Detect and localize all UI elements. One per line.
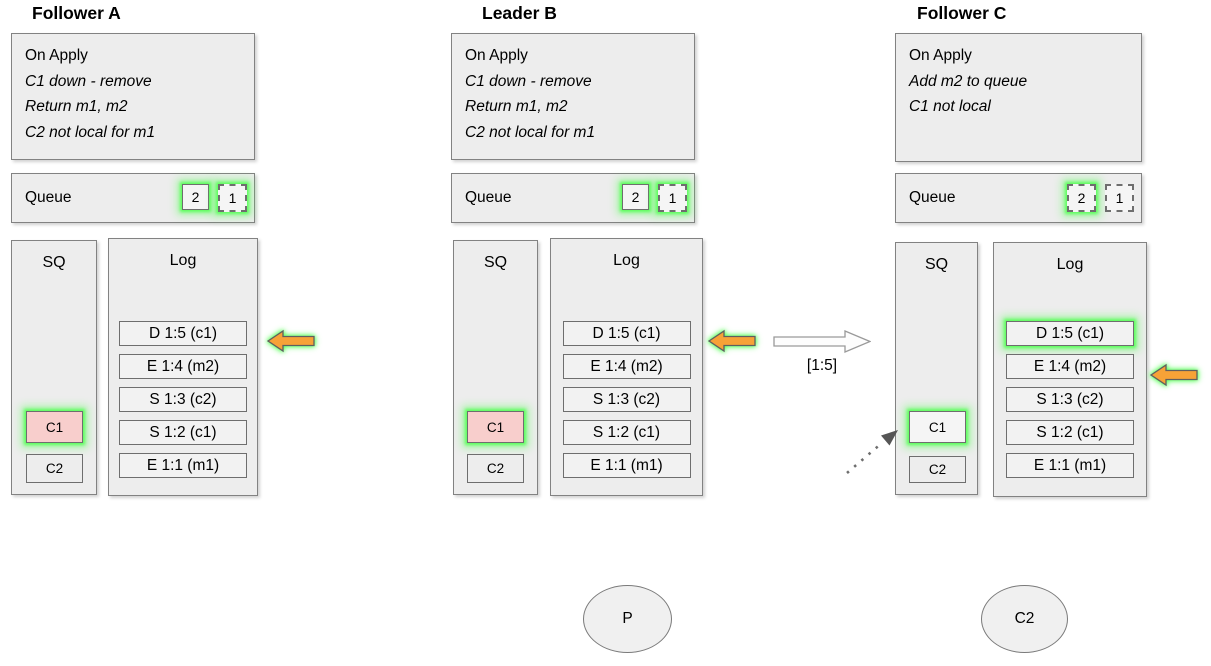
log-entry: E 1:1 (m1): [562, 453, 691, 478]
queue-label: Queue: [909, 189, 956, 206]
log-entry: D 1:5 (c1): [1006, 321, 1134, 346]
sq-item-c1: C1: [26, 411, 83, 443]
queue-panel-b: Queue 2 1: [451, 173, 695, 223]
sq-item-c1: C1: [467, 411, 524, 443]
process-ellipse-c2: C2: [981, 585, 1068, 653]
log-entry: E 1:4 (m2): [562, 354, 691, 379]
node-title-leader-b: Leader B: [482, 3, 557, 23]
log-entry: D 1:5 (c1): [562, 321, 691, 346]
log-panel-a: Log D 1:5 (c1) E 1:4 (m2) S 1:3 (c2) S 1…: [108, 238, 258, 496]
on-apply-header: On Apply: [909, 47, 972, 64]
log-entry: E 1:4 (m2): [1006, 354, 1134, 379]
queue-panel-a: Queue 2 1: [11, 173, 255, 223]
log-entries: D 1:5 (c1) E 1:4 (m2) S 1:3 (c2) S 1:2 (…: [1006, 321, 1134, 478]
queue-item-1: 1: [658, 184, 687, 212]
on-apply-panel-c: On Apply Add m2 to queue C1 not local: [895, 33, 1142, 162]
sq-panel-b: SQ C1 C2: [453, 240, 538, 495]
queue-item-2: 2: [1067, 184, 1096, 212]
log-label: Log: [613, 252, 640, 269]
sq-label: SQ: [42, 254, 66, 271]
log-entry: S 1:3 (c2): [562, 387, 691, 412]
log-entries: D 1:5 (c1) E 1:4 (m2) S 1:3 (c2) S 1:2 (…: [562, 321, 691, 478]
queue-items: 2 1: [182, 184, 247, 212]
replicate-range-label: [1:5]: [806, 357, 838, 374]
on-apply-line: Return m1, m2: [465, 98, 568, 115]
sq-label: SQ: [924, 256, 949, 273]
queue-item-1: 1: [218, 184, 247, 212]
sq-panel-c: SQ C1 C2: [895, 242, 978, 495]
log-entry: S 1:2 (c1): [119, 420, 247, 445]
queue-item-1: 1: [1105, 184, 1134, 212]
on-apply-line: C2 not local for m1: [25, 123, 156, 141]
log-panel-c: Log D 1:5 (c1) E 1:4 (m2) S 1:3 (c2) S 1…: [993, 242, 1147, 497]
apply-pointer-arrow-icon: [267, 329, 315, 353]
on-apply-panel-a: On Apply C1 down - remove Return m1, m2 …: [11, 33, 255, 160]
queue-label: Queue: [465, 189, 512, 206]
on-apply-line: Add m2 to queue: [909, 72, 1028, 90]
queue-item-2: 2: [182, 184, 209, 210]
ellipse-label: P: [622, 610, 633, 627]
node-title-follower-a: Follower A: [32, 3, 121, 23]
queue-panel-c: Queue 2 1: [895, 173, 1142, 223]
log-entry: E 1:1 (m1): [1006, 453, 1134, 478]
queue-items: 2 1: [622, 184, 687, 212]
log-entry: E 1:4 (m2): [119, 354, 247, 379]
node-title-follower-c: Follower C: [917, 3, 1007, 23]
queue-items: 2 1: [1067, 184, 1134, 212]
queue-item-2: 2: [622, 184, 649, 210]
log-entry: S 1:2 (c1): [562, 420, 691, 445]
log-label: Log: [1056, 256, 1084, 273]
queue-label: Queue: [25, 189, 72, 206]
log-entry: D 1:5 (c1): [119, 321, 247, 346]
process-ellipse-p: P: [583, 585, 672, 653]
sq-label: SQ: [483, 254, 508, 271]
on-apply-line: Return m1, m2: [25, 98, 128, 115]
replicate-arrow-icon: [773, 330, 871, 353]
sq-panel-a: SQ C1 C2: [11, 240, 97, 495]
sq-item-c2: C2: [467, 454, 524, 483]
log-panel-b: Log D 1:5 (c1) E 1:4 (m2) S 1:3 (c2) S 1…: [550, 238, 703, 496]
log-entry: S 1:3 (c2): [1006, 387, 1134, 412]
on-apply-line: C1 down - remove: [25, 72, 152, 90]
on-apply-header: On Apply: [465, 47, 528, 64]
on-apply-line: C1 down - remove: [465, 72, 592, 90]
sq-item-c2: C2: [909, 456, 966, 483]
on-apply-header: On Apply: [25, 47, 88, 64]
on-apply-line: C1 not local: [909, 98, 991, 115]
ellipse-label: C2: [1014, 610, 1035, 627]
on-apply-line: C2 not local for m1: [465, 123, 596, 141]
apply-pointer-arrow-icon: [708, 329, 756, 353]
on-apply-panel-b: On Apply C1 down - remove Return m1, m2 …: [451, 33, 695, 160]
log-entry: E 1:1 (m1): [119, 453, 247, 478]
log-entry: S 1:2 (c1): [1006, 420, 1134, 445]
apply-pointer-arrow-icon: [1150, 363, 1198, 387]
dotted-arrow-icon: [846, 430, 898, 474]
sq-item-c2: C2: [26, 454, 83, 483]
log-entry: S 1:3 (c2): [119, 387, 247, 412]
log-entries: D 1:5 (c1) E 1:4 (m2) S 1:3 (c2) S 1:2 (…: [119, 321, 247, 478]
log-label: Log: [169, 252, 197, 269]
sq-item-c1: C1: [909, 411, 966, 443]
